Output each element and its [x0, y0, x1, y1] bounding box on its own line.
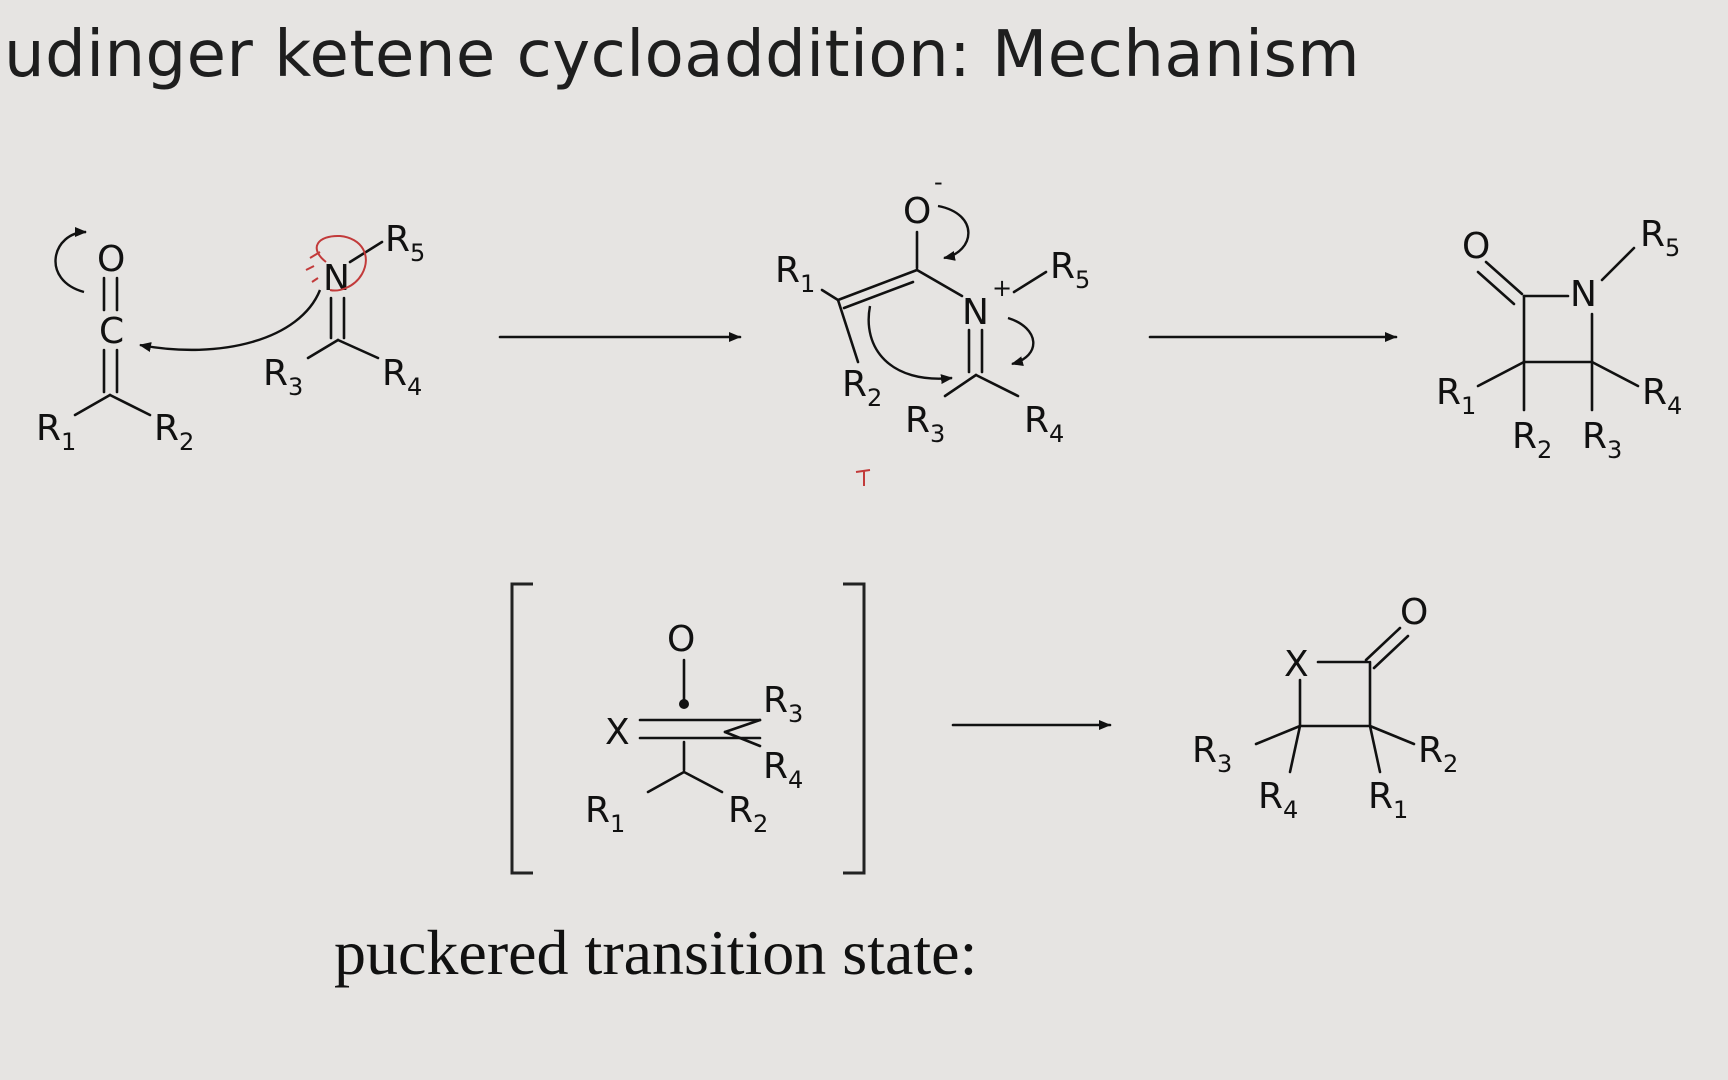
beta-lactam-product: O N R5 R1 R2 R4 R3 — [1436, 214, 1682, 464]
atom-o-minus: O — [903, 191, 931, 232]
transition-state: O X R3 R4 R1 R2 — [510, 582, 866, 875]
curly-arrow-ring-closure — [867, 305, 953, 385]
substituent-r3: R3 — [905, 400, 945, 448]
atom-n: N — [1570, 274, 1597, 315]
atom-x: X — [1284, 644, 1309, 685]
atom-n: N — [323, 258, 350, 299]
substituent-r4: R4 — [1024, 400, 1064, 448]
substituent-r5: R5 — [1050, 246, 1090, 294]
annotation-marks — [305, 251, 321, 283]
atom-o: O — [667, 619, 695, 660]
caption-puckered-transition-state: puckered transition state: — [334, 917, 978, 988]
atom-x: X — [605, 712, 630, 753]
substituent-r1: R1 — [36, 408, 76, 456]
ketene-reactant: O C R1 R2 — [36, 227, 194, 456]
curly-arrow-nucleophilic-attack — [139, 289, 322, 352]
substituent-r2: R2 — [154, 408, 194, 456]
substituent-r3: R3 — [263, 353, 303, 401]
substituent-r4: R4 — [1258, 776, 1298, 824]
substituent-r1: R1 — [1436, 372, 1476, 420]
slide-title: udinger ketene cycloaddition: Mechanism — [4, 18, 1361, 92]
annotation-mark — [855, 469, 871, 486]
left-bracket — [510, 582, 533, 875]
atom-o: O — [97, 239, 125, 280]
substituent-r1: R1 — [775, 250, 815, 298]
substituent-r3: R3 — [1192, 730, 1232, 778]
substituent-r1: R1 — [1368, 776, 1408, 824]
substituent-r4: R4 — [1642, 372, 1682, 420]
imine-reactant: N R5 R3 R4 — [139, 219, 425, 401]
substituent-r2: R2 — [1418, 730, 1458, 778]
curly-arrow-iminium — [1007, 316, 1035, 366]
atom-c: C — [99, 311, 124, 352]
substituent-r4: R4 — [763, 746, 803, 794]
substituent-r5: R5 — [1640, 214, 1680, 262]
substituent-r4: R4 — [382, 353, 422, 401]
four-membered-ring-product: O X R3 R4 R2 R1 — [1192, 592, 1458, 824]
zwitterion-intermediate: O - R1 R2 N + R5 R3 R4 — [775, 168, 1090, 486]
curly-arrow-ketene — [54, 227, 87, 294]
atom-o: O — [1400, 592, 1428, 633]
substituent-r3: R3 — [1582, 416, 1622, 464]
atom-o: O — [1462, 226, 1490, 267]
charge-plus: + — [992, 274, 1012, 302]
annotation-lone-pair-circle — [315, 234, 367, 292]
substituent-r3: R3 — [763, 680, 803, 728]
substituent-r1: R1 — [585, 790, 625, 838]
substituent-r2: R2 — [728, 790, 768, 838]
substituent-r2: R2 — [842, 364, 882, 412]
charge-minus: - — [934, 168, 943, 196]
substituent-r5: R5 — [385, 219, 425, 267]
atom-n-plus: N — [962, 292, 989, 333]
right-bracket — [843, 582, 866, 875]
curly-arrow-enolate — [937, 204, 970, 261]
substituent-r2: R2 — [1512, 416, 1552, 464]
